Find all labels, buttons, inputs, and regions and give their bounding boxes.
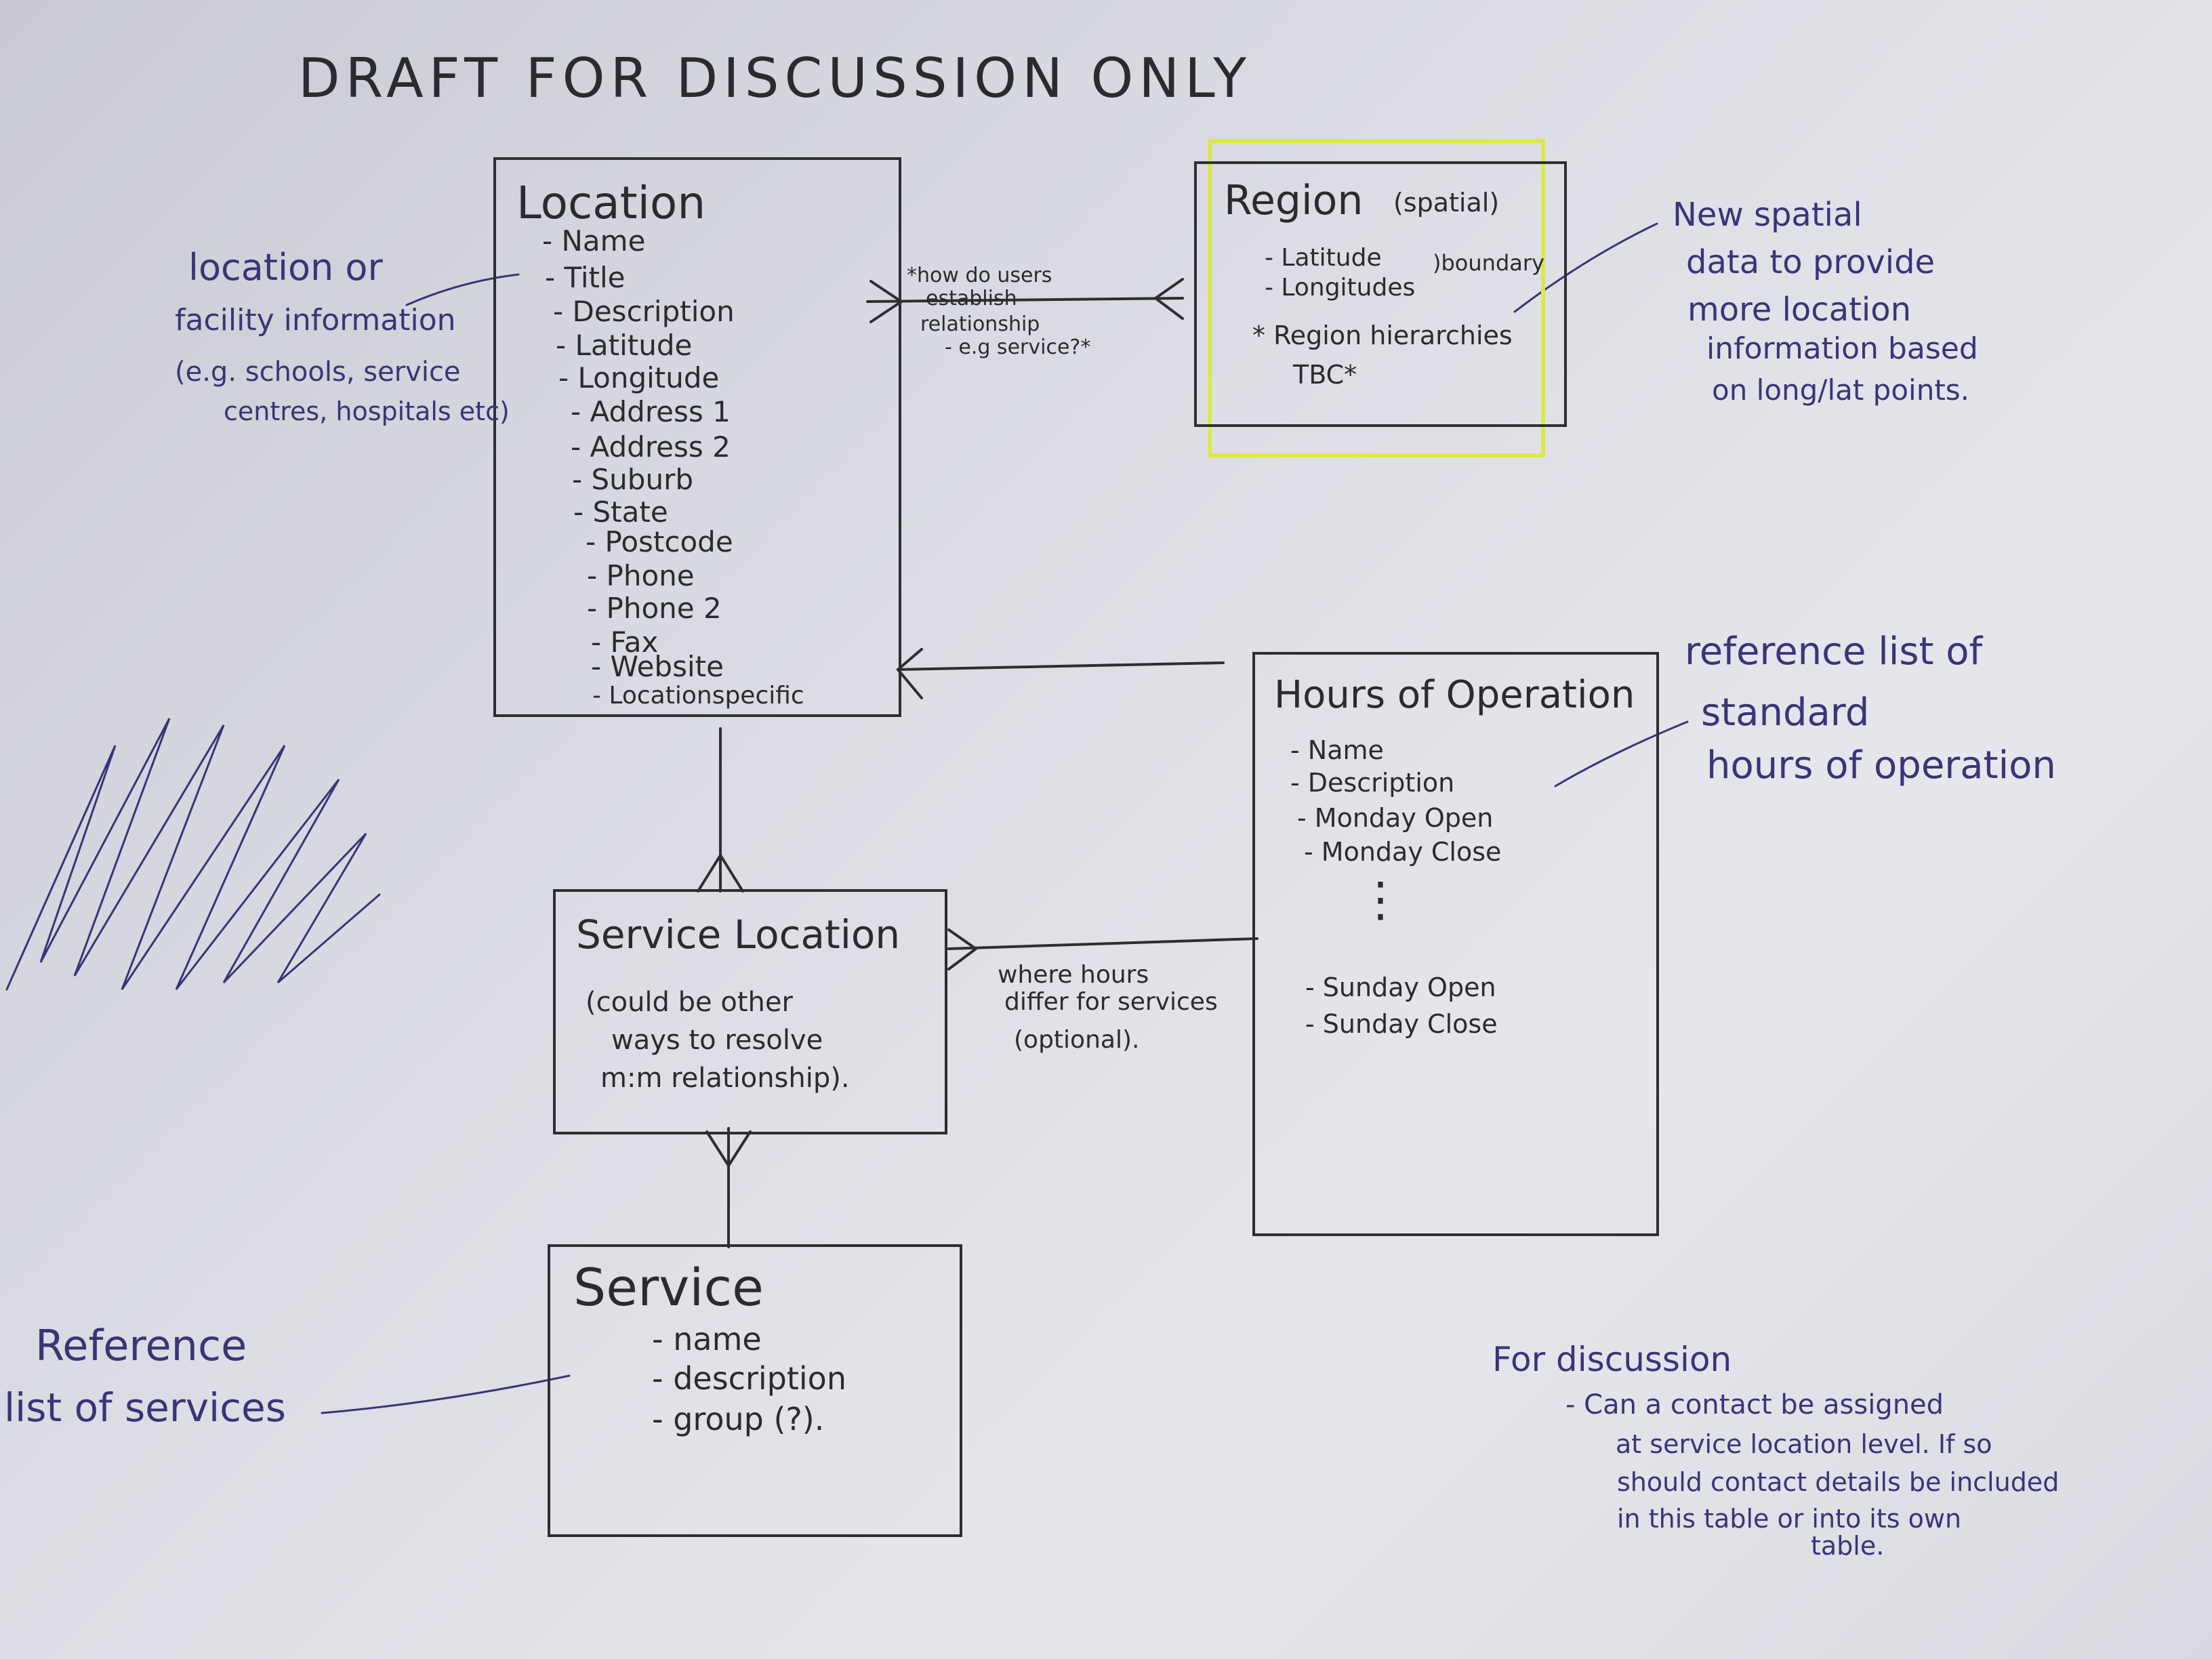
location-field: - Phone 2 [587,592,722,625]
location-field: - Name [542,224,646,258]
location-info-note: centres, hospitals etc) [224,396,510,426]
region-entity: Region (spatial) - Latitude - Longitudes… [1194,161,1567,427]
service-location-entity: Service Location (could be other ways to… [553,889,947,1134]
hours-reference-note: standard [1701,691,1870,735]
service-location-line: (could be other [586,987,793,1018]
hours-differ-note: differ for services [1004,988,1218,1016]
service-field: - group (?). [652,1401,825,1437]
spatial-data-note: more location [1687,291,1912,329]
region-subtitle: (spatial) [1393,188,1500,218]
service-title: Service [573,1257,764,1317]
hours-reference-note: hours of operation [1706,743,2056,787]
pointer-location-info [405,273,520,306]
hours-entity: Hours of Operation - Name - Description … [1252,652,1659,1236]
location-field: - Title [545,261,626,294]
crowfoot-location-end [869,280,904,323]
region-relationship-note: relationship [920,312,1040,336]
location-field: - Fax [591,626,659,659]
discussion-note: in this table or into its own [1617,1504,1962,1534]
location-field: - Longitude [558,361,720,394]
region-relationship-note: - e.g service?* [945,335,1091,359]
spatial-data-note: information based [1706,331,1978,366]
hours-field: - Sunday Open [1305,972,1496,1002]
region-relationship-note: *how do users [907,264,1052,287]
hours-reference-note: reference list of [1685,630,1983,674]
location-info-note: location or [188,246,383,289]
location-field: - Suburb [572,463,693,496]
hours-field: - Description [1290,768,1455,798]
location-field: - Address 1 [571,395,731,428]
location-field: - Locationspecific [592,682,804,710]
crowfoot-servicelocation-side [947,928,979,970]
location-field: - Address 2 [571,430,731,464]
pointer-services-reference [321,1374,571,1414]
location-field: - Description [553,295,735,328]
service-location-title: Service Location [576,912,901,958]
location-field: - Phone [587,559,695,592]
region-relationship-note: establish [926,287,1017,310]
hours-title: Hours of Operation [1274,673,1635,717]
service-field: - description [652,1360,846,1397]
location-info-note: facility information [175,303,456,337]
region-note: TBC* [1293,360,1357,390]
hours-differ-note: (optional). [1014,1026,1140,1054]
location-info-note: (e.g. schools, service [175,356,461,388]
location-field: - State [573,495,668,529]
hours-field: - Sunday Close [1305,1009,1498,1039]
services-reference-note: Reference [35,1321,247,1370]
spatial-data-note: data to provide [1686,243,1936,281]
services-reference-note: list of services [4,1385,286,1431]
discussion-note: at service location level. If so [1616,1429,1992,1459]
page-title: DRAFT FOR DISCUSSION ONLY [298,47,1252,110]
hours-field: - Name [1290,735,1384,765]
region-field: - Latitude [1265,244,1382,272]
spatial-data-note: New spatial [1673,196,1862,234]
servicelocation-hours-line [947,937,1258,950]
scribble-mark [5,718,381,991]
service-location-line: ways to resolve [611,1025,823,1056]
location-hours-line [897,661,1225,671]
service-entity: Service - name - description - group (?)… [548,1244,962,1537]
region-field: - Longitudes [1265,274,1416,302]
discussion-note: table. [1811,1531,1885,1561]
service-field: - name [652,1321,762,1357]
region-highlight [1208,139,1545,457]
discussion-note: For discussion [1492,1340,1732,1379]
location-field: - Postcode [586,525,733,558]
pointer-spatial-data [1513,222,1658,313]
discussion-note: should contact details be included [1617,1467,2060,1497]
crowfoot-hours-end [896,648,923,699]
hours-differ-note: where hours [998,961,1149,989]
hours-field: - Monday Close [1304,837,1502,867]
crowfoot-region-end [1153,278,1184,320]
region-title: Region [1224,177,1364,224]
location-region-line [866,297,1184,303]
location-field: - Latitude [556,329,693,362]
service-location-line: m:m relationship). [600,1063,850,1094]
location-title: Location [516,177,706,229]
location-entity: Location - Name - Title - Description - … [493,157,901,717]
crowfoot-servicelocation-top [697,853,744,893]
discussion-note: - Can a contact be assigned [1565,1389,1944,1420]
region-bounding: )boundary [1433,250,1544,276]
crowfoot-servicelocation-bottom [705,1130,752,1168]
hours-field: - Monday Open [1297,803,1494,833]
location-field: - Website [591,650,724,683]
hours-ellipsis: ⋮ [1357,872,1404,927]
spatial-data-note: on long/lat points. [1712,373,1970,407]
region-note: * Region hierarchies [1252,321,1513,350]
pointer-hours-reference [1554,720,1689,787]
